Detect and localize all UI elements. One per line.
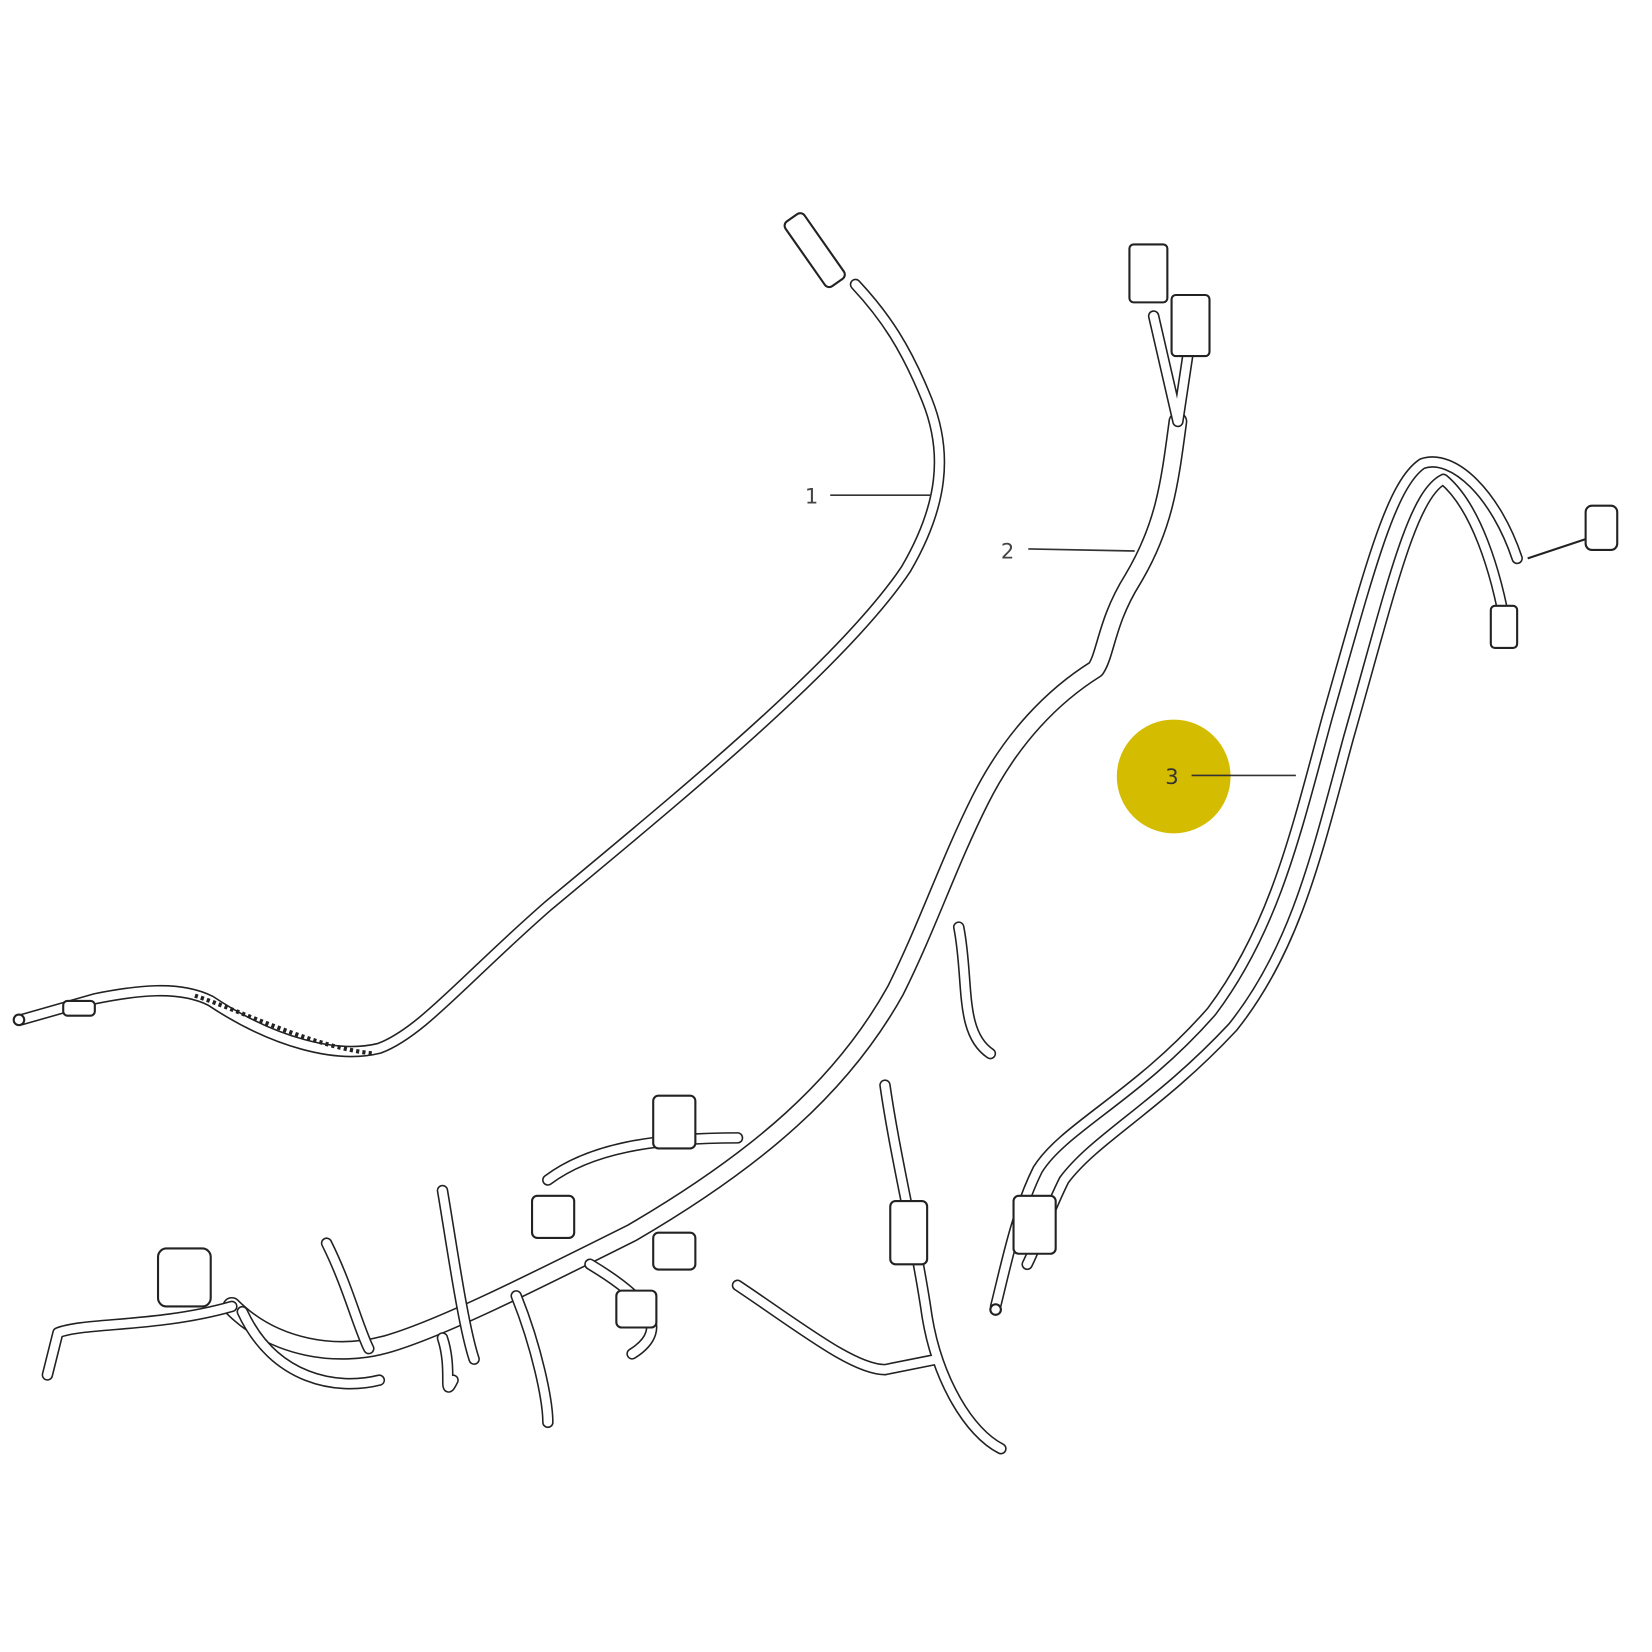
callout-highlight xyxy=(1116,719,1231,834)
connector-h xyxy=(1489,604,1519,649)
terminal-boot xyxy=(62,999,96,1017)
callout-3[interactable]: 3 xyxy=(1116,719,1296,834)
connector-b xyxy=(1170,293,1211,358)
leader-line xyxy=(1028,548,1135,552)
connector-a xyxy=(1128,243,1169,304)
coiled-sleeve xyxy=(194,993,375,1056)
harness-1[interactable] xyxy=(12,211,946,1058)
round-connector xyxy=(156,1247,212,1308)
callout-number-1: 1 xyxy=(805,484,818,509)
connector-c xyxy=(531,1194,576,1239)
connector-g xyxy=(889,1200,929,1266)
callout-number-2: 2 xyxy=(1001,538,1014,563)
callout-number-3: 3 xyxy=(1165,764,1178,789)
ring-terminal xyxy=(989,1303,1002,1316)
end-connector xyxy=(1584,504,1619,552)
harness-2[interactable] xyxy=(41,243,1211,1455)
ring-terminal xyxy=(12,1013,26,1027)
callout-1[interactable]: 1 xyxy=(805,484,932,509)
connector-i xyxy=(1012,1194,1057,1255)
connector-plug xyxy=(783,212,846,289)
connector-d xyxy=(652,1094,697,1150)
connector-f xyxy=(615,1289,658,1329)
callout-2[interactable]: 2 xyxy=(1001,538,1135,563)
connector-e xyxy=(652,1231,697,1271)
harness-3[interactable] xyxy=(989,456,1619,1316)
